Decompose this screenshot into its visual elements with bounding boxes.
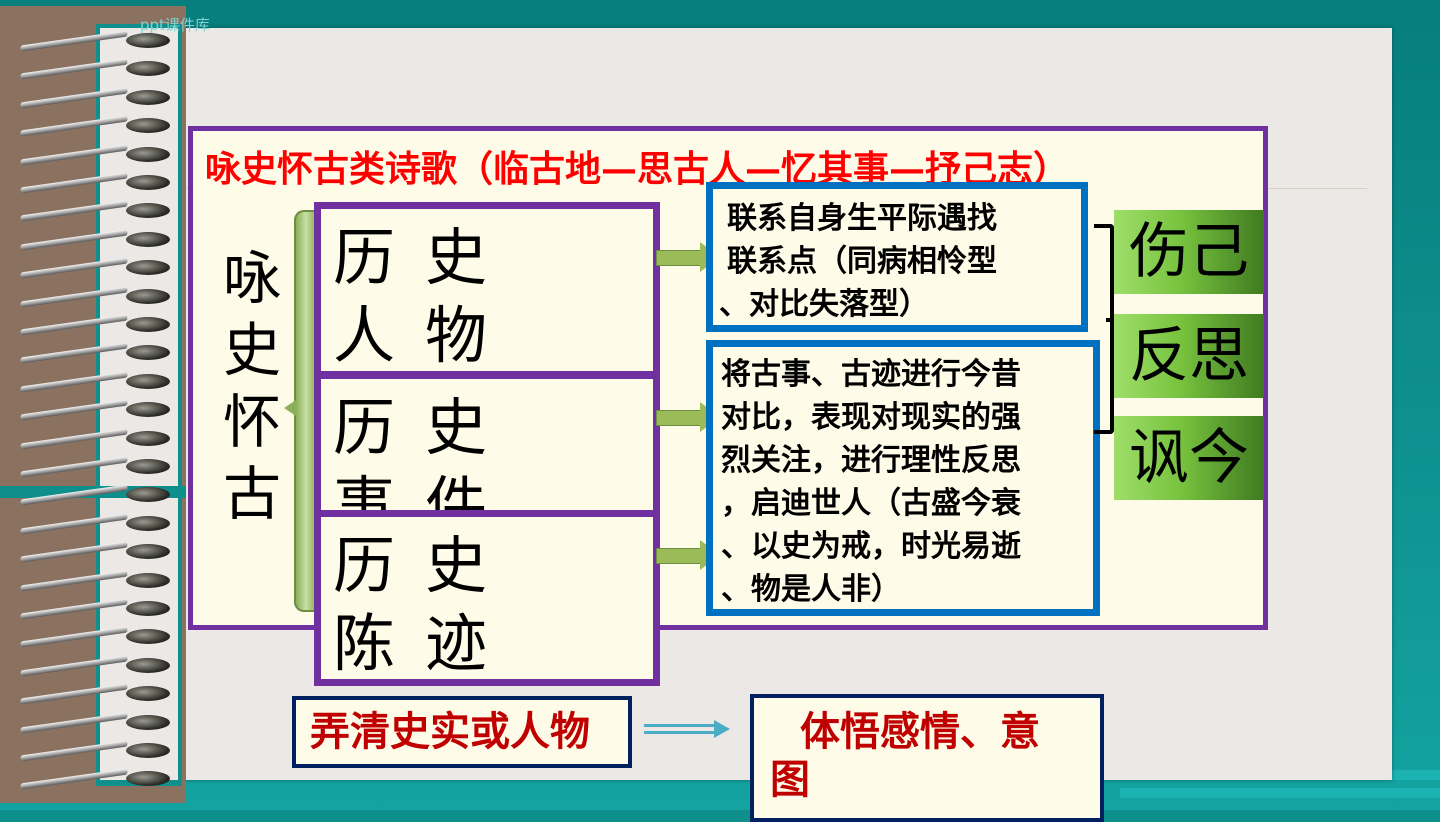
spiral-ring: [20, 456, 170, 478]
explanation-line: 、物是人非）: [721, 572, 901, 607]
topic-label: 历史事件: [333, 391, 518, 518]
spiral-ring: [20, 655, 170, 677]
spiral-ring: [20, 115, 170, 137]
explanation-line: 烈关注，进行理性反思: [721, 443, 1021, 478]
spiral-ring: [20, 172, 170, 194]
spiral-ring: [20, 314, 170, 336]
topic-label: 历史陈迹: [333, 529, 518, 680]
right-bracket-tick: [1106, 318, 1114, 322]
topic-label: 历史人物: [333, 221, 518, 372]
explanation-line: ，启迪世人（古盛今衰: [721, 486, 1021, 521]
spiral-ring: [20, 768, 170, 790]
double-arrow-right: [644, 720, 732, 738]
spiral-ring: [20, 200, 170, 222]
purpose-reflection: 反思: [1114, 314, 1264, 398]
explanation-line: 联系点（同病相怜型: [727, 244, 997, 279]
explanation-line: 将古事、古迹进行今昔: [721, 357, 1021, 392]
spiral-ring: [20, 144, 170, 166]
right-bracket: [1094, 224, 1114, 434]
method-box-facts: 弄清史实或人物: [292, 696, 632, 768]
explanation-line: 、以史为戒，时光易逝: [721, 529, 1021, 564]
topic-box-figures: 历史人物: [314, 202, 660, 378]
category-char: 咏: [222, 244, 281, 312]
explanation-box-self: 联系自身生平际遇找 联系点（同病相怜型 、对比失落型）: [706, 182, 1088, 332]
method-text: 体悟感情、意图: [770, 708, 1040, 803]
spiral-ring: [20, 229, 170, 251]
purpose-self-pity: 伤己: [1114, 210, 1264, 294]
category-char: 古: [222, 460, 281, 528]
spiral-ring: [20, 342, 170, 364]
spiral-ring: [20, 428, 170, 450]
explanation-box-reflect: 将古事、古迹进行今昔 对比，表现对现实的强 烈关注，进行理性反思 ，启迪世人（古…: [706, 340, 1100, 616]
spiral-ring: [20, 712, 170, 734]
spiral-ring: [20, 371, 170, 393]
spiral-ring: [20, 87, 170, 109]
topic-box-relics: 历史陈迹: [314, 510, 660, 686]
method-text: 弄清史实或人物: [310, 708, 590, 755]
explanation-line: 联系自身生平际遇找: [727, 201, 997, 236]
method-box-emotion: 体悟感情、意图: [750, 694, 1104, 822]
spiral-ring: [20, 541, 170, 563]
logo-watermark: ppt课件库: [140, 16, 210, 34]
spiral-ring: [20, 257, 170, 279]
explanation-line: 、对比失落型）: [719, 287, 929, 322]
category-char: 史: [222, 316, 281, 384]
spiral-ring: [20, 399, 170, 421]
background-stripe: [1120, 788, 1440, 798]
spiral-ring: [20, 484, 170, 506]
purpose-satire: 讽今: [1114, 416, 1264, 500]
category-label: 咏 史 怀 古: [222, 242, 282, 530]
left-brace: [294, 210, 316, 612]
category-char: 怀: [222, 388, 281, 456]
spiral-ring: [20, 740, 170, 762]
spiral-ring: [20, 30, 170, 52]
topic-box-events: 历史事件: [314, 372, 660, 518]
explanation-line: 对比，表现对现实的强: [721, 400, 1021, 435]
spiral-ring: [20, 626, 170, 648]
spiral-ring: [20, 58, 170, 80]
spiral-ring: [20, 683, 170, 705]
spiral-ring: [20, 286, 170, 308]
spiral-ring: [20, 570, 170, 592]
spiral-ring: [20, 598, 170, 620]
spiral-ring: [20, 513, 170, 535]
